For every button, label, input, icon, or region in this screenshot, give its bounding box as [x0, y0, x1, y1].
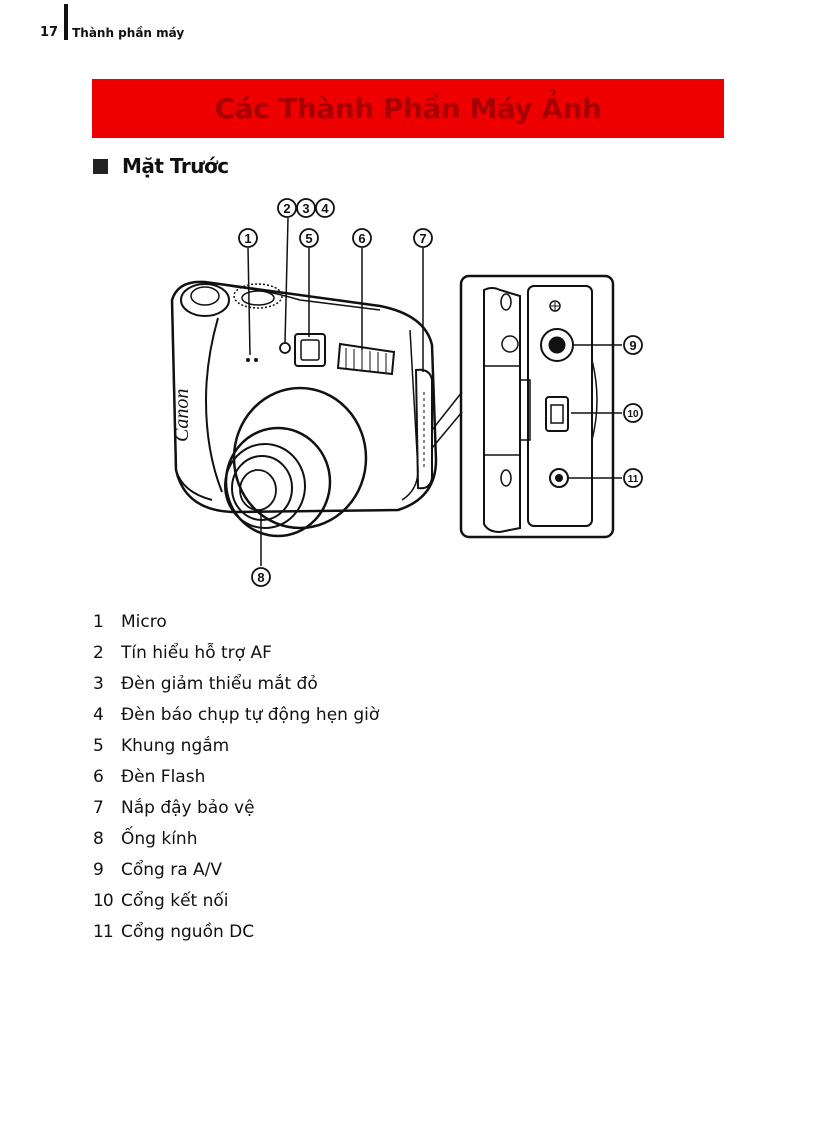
legend-number: 1: [93, 611, 104, 632]
camera-front-illustration: Canon: [170, 198, 643, 587]
section-name: Thành phần máy: [72, 26, 185, 40]
svg-text:3: 3: [302, 201, 309, 216]
subheading-text: Mặt Trước: [122, 154, 229, 178]
component-legend: 1 Micro 2 Tín hiểu hỗ trợ AF 3 Đèn giảm thi…: [93, 606, 379, 947]
legend-label: Cổng nguồn DC: [121, 921, 255, 942]
legend-number: 11: [93, 921, 114, 942]
callouts: 2 3 4 1 5 6 7 8 9 10 11: [238, 198, 643, 587]
legend-item: 9 Cổng ra A/V: [93, 854, 379, 885]
svg-text:2: 2: [283, 201, 290, 216]
page-number: 17: [40, 25, 59, 40]
callout-1: 1: [238, 228, 258, 248]
svg-text:1: 1: [244, 231, 251, 246]
legend-number: 8: [93, 828, 104, 849]
legend-label: Micro: [121, 611, 167, 632]
legend-number: 7: [93, 797, 104, 818]
legend-item: 6 Đèn Flash: [93, 761, 379, 792]
connector-inset: [431, 274, 615, 539]
callout-2: 2: [277, 198, 297, 218]
brand-logo: Canon: [171, 389, 193, 442]
svg-text:8: 8: [257, 570, 264, 585]
callout-9: 9: [623, 335, 643, 355]
svg-text:10: 10: [627, 409, 639, 420]
svg-text:9: 9: [629, 338, 636, 353]
legend-label: Nắp đậy bảo vệ: [121, 797, 255, 818]
callout-6: 6: [352, 228, 372, 248]
legend-label: Ống kính: [121, 828, 198, 849]
legend-label: Khung ngắm: [121, 735, 230, 756]
legend-item: 10 Cổng kết nối: [93, 885, 379, 916]
callout-11: 11: [623, 468, 643, 488]
legend-label: Đèn giảm thiểu mắt đỏ: [121, 673, 318, 694]
legend-number: 3: [93, 673, 104, 694]
page-title: Các Thành Phần Máy Ảnh: [214, 92, 602, 125]
legend-number: 2: [93, 642, 104, 663]
mode-dial: [180, 283, 283, 317]
callout-3: 3: [296, 198, 316, 218]
legend-number: 6: [93, 766, 104, 787]
svg-text:7: 7: [419, 231, 426, 246]
camera-body: [170, 280, 438, 514]
callout-4: 4: [315, 198, 335, 218]
legend-item: 8 Ống kính: [93, 823, 379, 854]
viewfinder-window: [294, 333, 326, 367]
svg-text:4: 4: [321, 201, 329, 216]
legend-number: 10: [93, 890, 114, 911]
legend-item: 4 Đèn báo chụp tự động hẹn giờ: [93, 699, 379, 730]
legend-item: 2 Tín hiểu hỗ trợ AF: [93, 637, 379, 668]
legend-label: Cổng kết nối: [121, 890, 229, 911]
protective-cover: [414, 368, 433, 490]
header-divider: [64, 4, 69, 40]
legend-item: 1 Micro: [93, 606, 379, 637]
legend-label: Đèn báo chụp tự động hẹn giờ: [121, 704, 380, 725]
svg-text:6: 6: [358, 231, 365, 246]
legend-label: Đèn Flash: [121, 766, 206, 787]
svg-text:11: 11: [628, 474, 639, 485]
lens: [224, 386, 368, 538]
legend-item: 7 Nắp đậy bảo vệ: [93, 792, 379, 823]
legend-label: Cổng ra A/V: [121, 859, 223, 880]
svg-text:5: 5: [305, 231, 312, 246]
legend-label: Tín hiểu hỗ trợ AF: [121, 642, 272, 663]
callout-8: 8: [251, 567, 271, 587]
legend-item: 5 Khung ngắm: [93, 730, 379, 761]
microphone: [246, 358, 258, 362]
legend-number: 5: [93, 735, 104, 756]
flash: [336, 342, 396, 376]
bullet-square-icon: [93, 158, 108, 174]
legend-number: 4: [93, 704, 104, 725]
legend-number: 9: [93, 859, 104, 880]
callout-5: 5: [299, 228, 319, 248]
title-banner: Các Thành Phần Máy Ảnh: [92, 79, 724, 138]
callout-7: 7: [413, 228, 433, 248]
page-header: 17 Thành phần máy: [40, 4, 185, 40]
af-assist-lamp: [279, 342, 291, 354]
subheading: Mặt Trước: [93, 154, 229, 178]
legend-item: 11 Cổng nguồn DC: [93, 916, 379, 947]
legend-item: 3 Đèn giảm thiểu mắt đỏ: [93, 668, 379, 699]
callout-10: 10: [623, 403, 643, 423]
leader-lines: [247, 217, 622, 566]
